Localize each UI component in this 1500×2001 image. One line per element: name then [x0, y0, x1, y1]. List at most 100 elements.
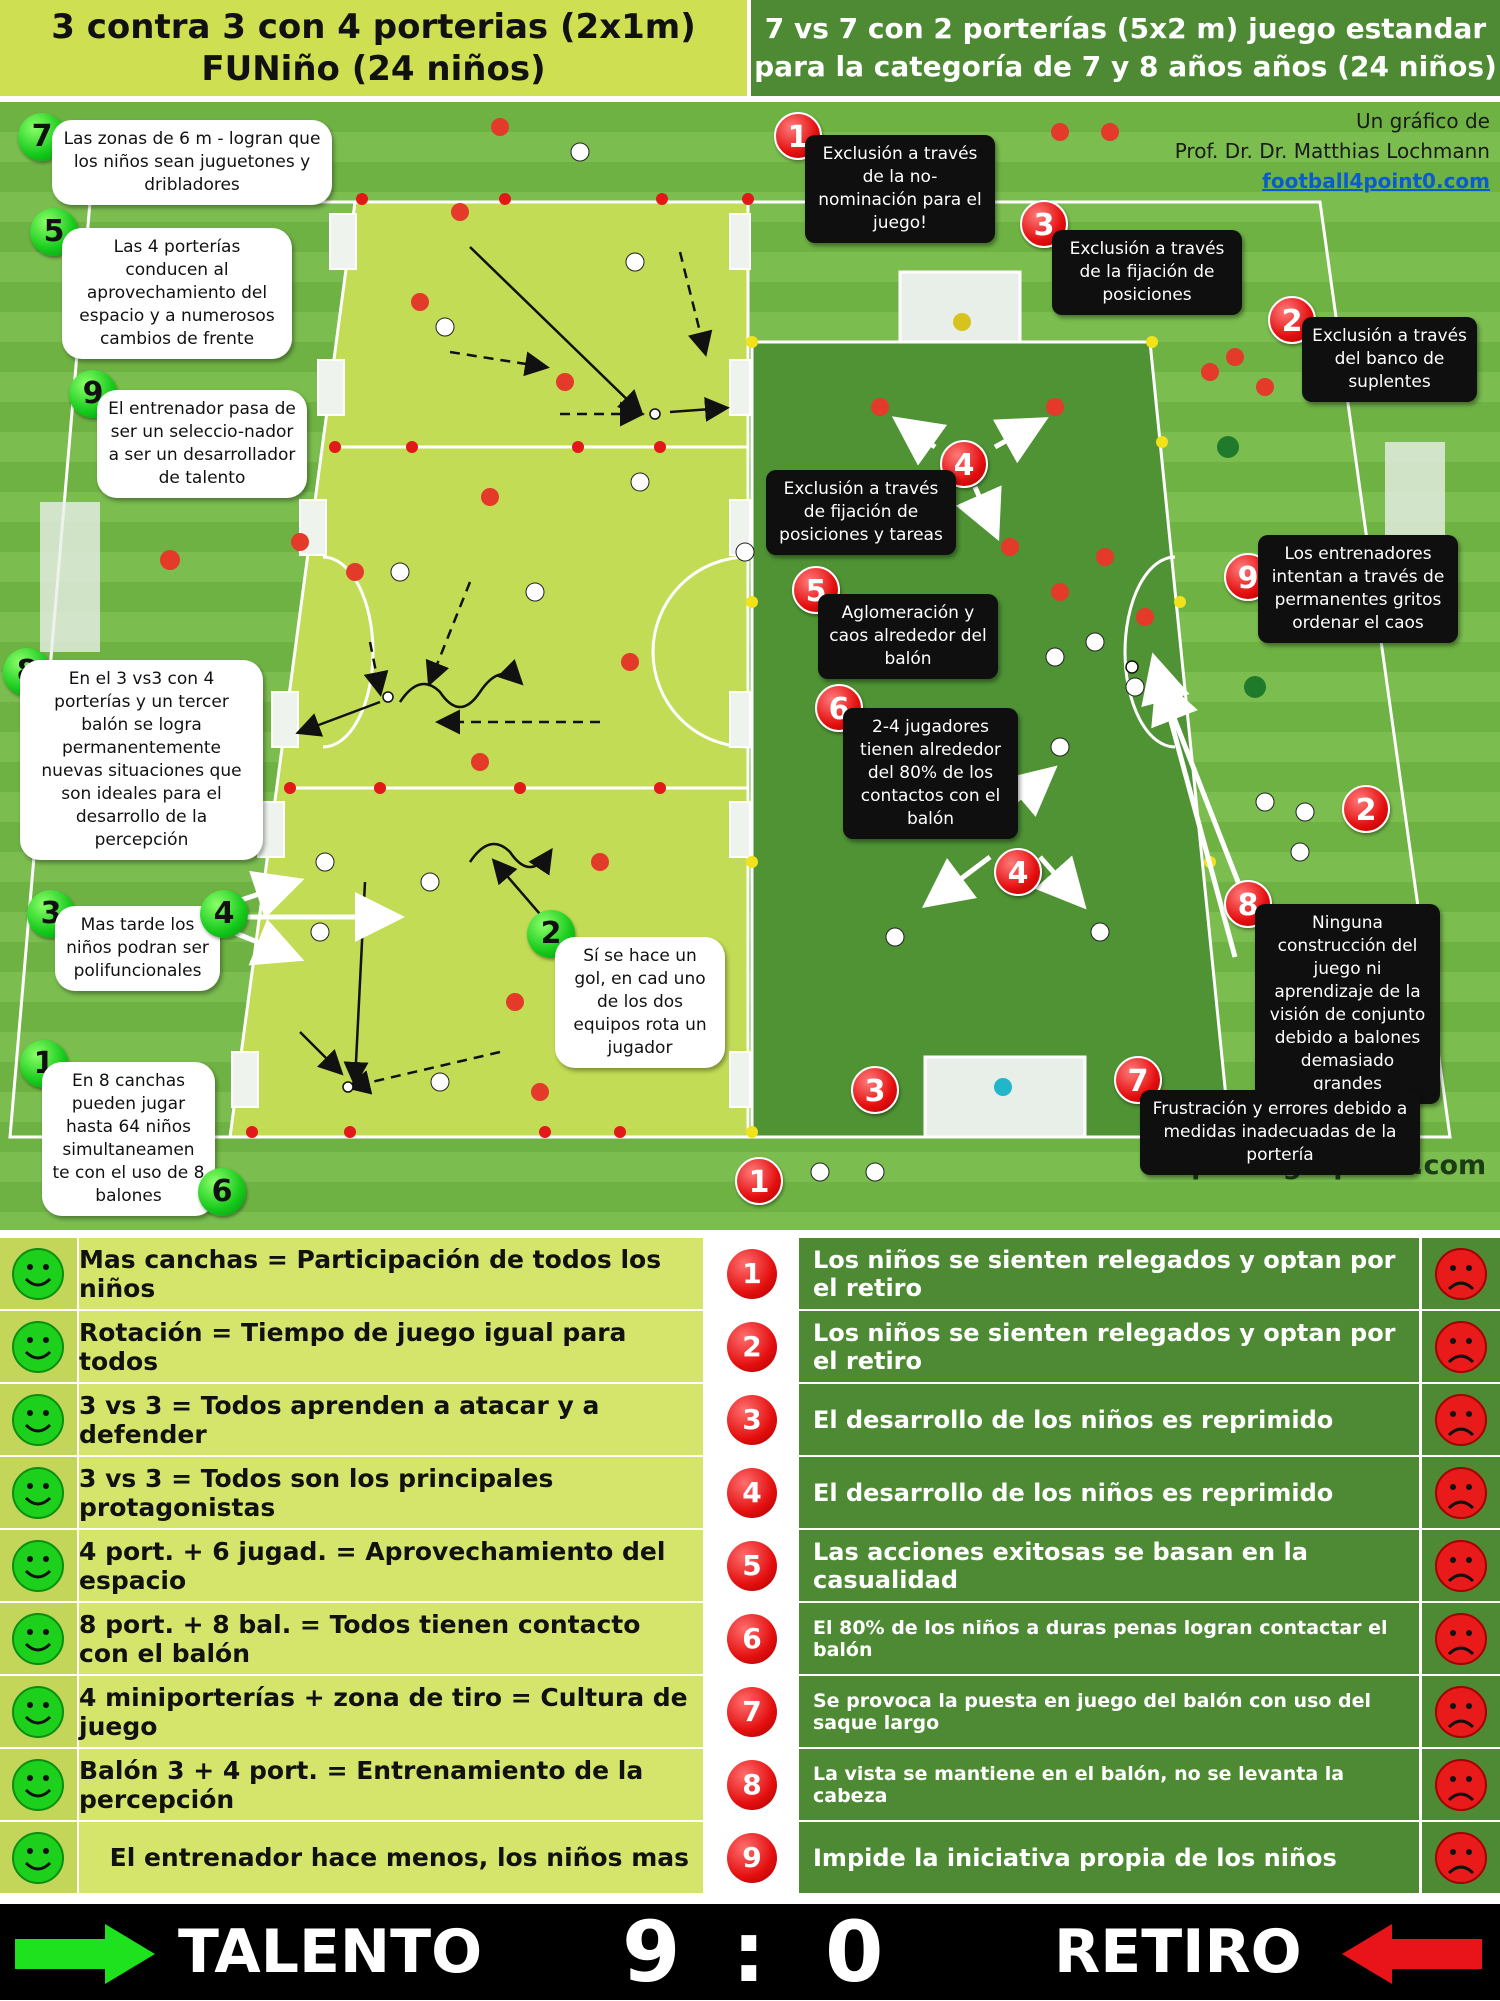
header-left-line2: FUNiño (24 niños)	[201, 49, 546, 89]
sad-face-icon	[1435, 1321, 1487, 1373]
balls	[342, 408, 1139, 1093]
arrow-left-icon	[1342, 1924, 1482, 1984]
frown-cell	[1422, 1530, 1500, 1601]
bubble-fixed-positions: Exclusión a través de la fijación de pos…	[1052, 230, 1242, 315]
red-badge-2-bench: 2	[1342, 785, 1390, 833]
sad-face-icon	[1435, 1248, 1487, 1300]
sad-face-icon	[1435, 1832, 1487, 1884]
footer-talento: TALENTO	[178, 1917, 483, 1987]
bubble-contacts: 2-4 jugadores tienen alrededor del 80% d…	[843, 708, 1018, 839]
table-row: Balón 3 + 4 port. = Entrenamiento de la …	[0, 1749, 1500, 1820]
sad-face-icon	[1435, 1467, 1487, 1519]
benefit-cell: Balón 3 + 4 port. = Entrenamiento de la …	[79, 1749, 703, 1820]
row-number-badge: 4	[727, 1468, 777, 1518]
red-badge-1: 1	[774, 112, 822, 160]
row-number-badge: 1	[727, 1249, 777, 1299]
happy-face-icon	[12, 1613, 64, 1665]
happy-face-icon	[12, 1759, 64, 1811]
table-row: 8 port. + 8 bal. = Todos tienen contacto…	[0, 1603, 1500, 1674]
bubble-big-balls: Ninguna construcción del juego ni aprend…	[1255, 904, 1440, 1104]
score-footer: TALENTO 9 : 0 RETIRO	[0, 1904, 1500, 2000]
happy-face-icon	[12, 1248, 64, 1300]
bubble-non-nomination: Exclusión a través de la no-nominación p…	[805, 135, 995, 243]
white-arrows	[219, 416, 1243, 966]
table-row: 4 miniporterías + zona de tiro = Cultura…	[0, 1676, 1500, 1747]
row-number-badge: 2	[727, 1322, 777, 1372]
right-d-arc	[1123, 555, 1176, 749]
table-row: El entrenador hace menos, los niños mas 9…	[0, 1822, 1500, 1893]
sad-face-icon	[1435, 1686, 1487, 1738]
table-row: 4 port. + 6 jugad. = Aprovechamiento del…	[0, 1530, 1500, 1601]
footer-retiro: RETIRO	[1054, 1917, 1302, 1987]
smiley-cell	[0, 1238, 77, 1309]
frown-cell	[1422, 1457, 1500, 1528]
drawback-cell: La vista se mantiene en el balón, no se …	[799, 1749, 1419, 1820]
players	[160, 118, 1315, 1182]
drawback-cell: Impide la iniciativa propia de los niños	[799, 1822, 1419, 1893]
drawback-cell: Se provoca la puesta en juego del balón …	[799, 1676, 1419, 1747]
header-right-line1: 7 vs 7 con 2 porterías (5x2 m) juego est…	[764, 12, 1487, 45]
drawback-cell: El desarrollo de los niños es reprimido	[799, 1384, 1419, 1455]
bottom-goal	[923, 1055, 1087, 1139]
bubble-chaos: Aglomeración y caos alrededor del balón	[818, 594, 998, 679]
arrow-right-icon	[15, 1924, 155, 1984]
footer-score-separator: :	[732, 1903, 766, 2001]
frown-cell	[1422, 1311, 1500, 1382]
cones-red	[246, 193, 754, 1138]
table-row: 3 vs 3 = Todos son los principales prota…	[0, 1457, 1500, 1528]
benefit-cell: 4 port. + 6 jugad. = Aprovechamiento del…	[79, 1530, 703, 1601]
smiley-cell	[0, 1676, 77, 1747]
credit-line1: Un gráfico de	[1355, 109, 1490, 133]
bubble-rotation: Sí se hace un gol, en cad uno de los dos…	[555, 937, 725, 1068]
benefit-cell: 3 vs 3 = Todos son los principales prota…	[79, 1457, 703, 1528]
drawback-cell: Los niños se sienten relegados y optan p…	[799, 1311, 1419, 1382]
bubble-four-goals: Las 4 porterías conducen al aprovechamie…	[62, 228, 292, 359]
green-badge-6: 6	[198, 1168, 246, 1216]
credit-block: Un gráfico de Prof. Dr. Dr. Matthias Loc…	[1175, 106, 1490, 196]
red-badge-4-bottom: 4	[994, 848, 1042, 896]
happy-face-icon	[12, 1686, 64, 1738]
header-right: 7 vs 7 con 2 porterías (5x2 m) juego est…	[751, 0, 1500, 96]
drawback-cell: Los niños se sienten relegados y optan p…	[799, 1238, 1419, 1309]
frown-cell	[1422, 1749, 1500, 1820]
frown-cell	[1422, 1822, 1500, 1893]
happy-face-icon	[12, 1394, 64, 1446]
frown-cell	[1422, 1676, 1500, 1747]
red-badge-4-top: 4	[940, 440, 988, 488]
benefit-cell: Mas canchas = Participación de todos los…	[79, 1238, 703, 1309]
sad-face-icon	[1435, 1394, 1487, 1446]
bubble-fixed-tasks: Exclusión a través de fijación de posici…	[766, 470, 956, 555]
red-badge-3-bottom: 3	[851, 1066, 899, 1114]
table-row: Mas canchas = Participación de todos los…	[0, 1238, 1500, 1309]
smiley-cell	[0, 1311, 77, 1382]
footer-score-left: 9	[622, 1903, 681, 2001]
drawback-cell: El desarrollo de los niños es reprimido	[799, 1457, 1419, 1528]
bubble-zones: Las zonas de 6 m - logran que los niños …	[52, 120, 332, 205]
sad-face-icon	[1435, 1613, 1487, 1665]
benefit-cell: El entrenador hace menos, los niños mas	[79, 1822, 703, 1893]
left-d-arc	[322, 555, 375, 749]
row-number-badge: 9	[727, 1833, 777, 1883]
bubble-third-ball: En el 3 vs3 con 4 porterías y un tercer …	[20, 660, 263, 860]
smiley-cell	[0, 1603, 77, 1674]
bubble-eight-pitches: En 8 canchas pueden jugar hasta 64 niños…	[42, 1062, 215, 1216]
mini-goals	[231, 213, 751, 1108]
footer-score-right: 0	[825, 1903, 884, 2001]
pitch-diagram	[0, 102, 1500, 1230]
row-number-badge: 8	[727, 1760, 777, 1810]
header-left-line1: 3 contra 3 con 4 porterias (2x1m)	[51, 7, 696, 47]
red-badge-1-bottom: 1	[735, 1157, 783, 1205]
smiley-cell	[0, 1384, 77, 1455]
happy-face-icon	[12, 1540, 64, 1592]
bubble-polyfunctional: Mas tarde los niños podran ser polifunci…	[55, 906, 220, 991]
drawback-cell: El 80% de los niños a duras penas logran…	[799, 1603, 1419, 1674]
header-right-line2: para la categoría de 7 y 8 años años (24…	[754, 50, 1497, 83]
row-number-badge: 7	[727, 1687, 777, 1737]
credit-link[interactable]: football4point0.com	[1262, 169, 1490, 193]
table-row: Rotación = Tiempo de juego igual para to…	[0, 1311, 1500, 1382]
benefit-cell: Rotación = Tiempo de juego igual para to…	[79, 1311, 703, 1382]
green-badge-4: 4	[200, 890, 248, 938]
header-left: 3 contra 3 con 4 porterias (2x1m) FUNiño…	[0, 0, 747, 96]
sad-face-icon	[1435, 1540, 1487, 1592]
benefit-cell: 3 vs 3 = Todos aprenden a atacar y a def…	[79, 1384, 703, 1455]
